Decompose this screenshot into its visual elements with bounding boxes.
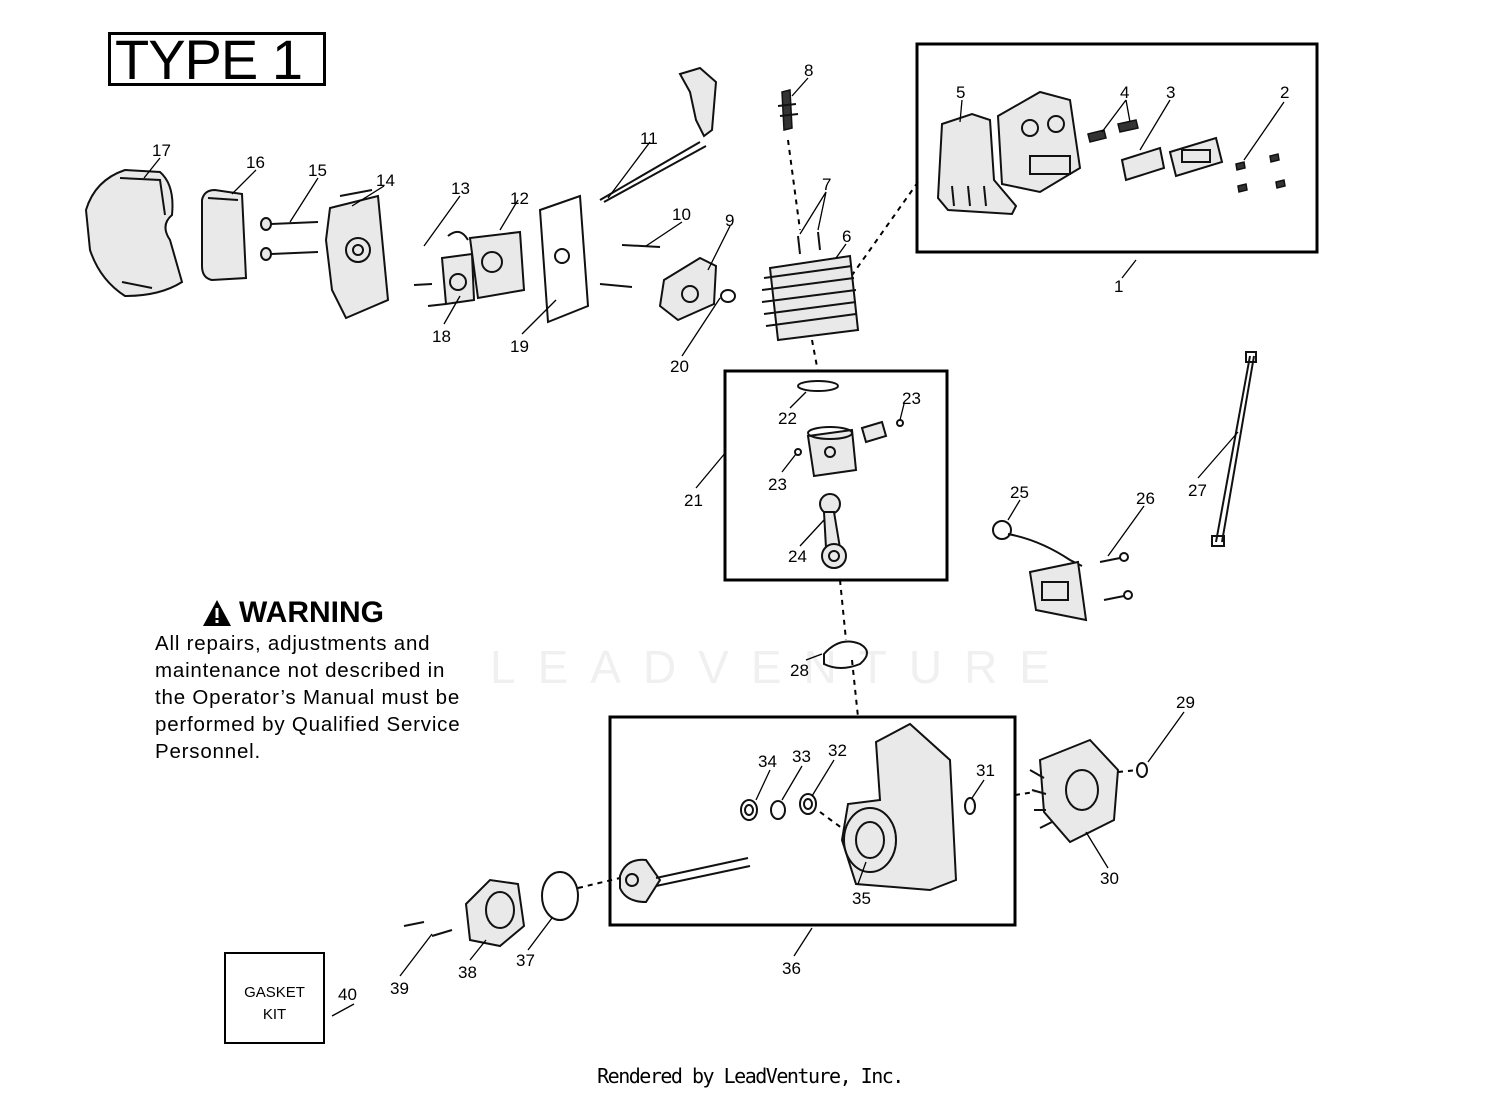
screws-39-part [403, 921, 453, 937]
warning-line: performed by Qualified Service [155, 713, 461, 736]
callout-2: 2 [1280, 83, 1289, 102]
warning-line: the Operator’s Manual must be [155, 686, 461, 709]
muffler-kit-box [915, 42, 1319, 254]
gasket-kit-line2: KIT [262, 1006, 287, 1023]
callout-14: 14 [376, 171, 395, 190]
screws-7-part [797, 231, 821, 255]
callout-31: 31 [976, 761, 995, 780]
flywheel-part [1029, 738, 1120, 844]
crankcase-kit-box [608, 715, 1017, 927]
callout-7: 7 [822, 175, 831, 194]
callout-23b: 23 [768, 475, 787, 494]
warning-line: maintenance not described in [155, 659, 446, 682]
screws-26-part [1099, 552, 1133, 601]
callout-10: 10 [672, 205, 691, 224]
callout-32: 32 [828, 741, 847, 760]
callout-29: 29 [1176, 693, 1195, 712]
intake-part [658, 256, 736, 322]
muffler-screws-part [1235, 153, 1286, 193]
bolts-10-part [599, 244, 661, 288]
air-filter-part [201, 188, 248, 282]
callout-30: 30 [1100, 869, 1119, 888]
type-label: TYPE 1 [108, 32, 326, 88]
gasket-28-part [823, 640, 868, 669]
callout-13: 13 [451, 179, 470, 198]
piston-ring-part [797, 380, 839, 392]
leader-lines [143, 77, 1285, 1017]
callout-36: 36 [782, 959, 801, 978]
air-filter-cover-part [84, 168, 184, 298]
callout-3: 3 [1166, 83, 1175, 102]
callout-34: 34 [758, 752, 777, 771]
seal-housing-part [464, 878, 526, 948]
callout-24: 24 [788, 547, 807, 566]
callout-8: 8 [804, 61, 813, 80]
screws-18-part [413, 283, 447, 307]
callout-1: 1 [1114, 277, 1123, 296]
muffler-bolts-part [1087, 119, 1139, 143]
ignition-coil-part [992, 520, 1088, 622]
gasket-19-part [538, 194, 590, 324]
callout-26: 26 [1136, 489, 1155, 508]
connecting-rod-part [819, 493, 847, 569]
crankcase-part [840, 722, 958, 892]
callout-11: 11 [640, 129, 658, 148]
spark-plug-part [777, 89, 799, 131]
callout-21: 21 [684, 491, 703, 510]
callout-19: 19 [510, 337, 529, 356]
bearings-part [740, 793, 976, 821]
screws-15-part [260, 217, 319, 261]
warning-notice: WARNING All repairs, adjustments and mai… [155, 596, 515, 765]
oring-37-part [541, 871, 579, 921]
callout-23a: 23 [902, 389, 921, 408]
warning-line: All repairs, adjustments and [155, 632, 431, 655]
callout-38: 38 [458, 963, 477, 982]
callout-20: 20 [670, 357, 689, 376]
callout-40: 40 [338, 985, 357, 1004]
piston-part [806, 426, 858, 478]
callout-5: 5 [956, 83, 965, 102]
watermark: LEADVENTURE [490, 641, 1072, 693]
callout-numbers: 1 2 3 4 5 6 7 8 9 10 11 12 13 14 15 16 1… [152, 61, 1289, 1004]
callout-6: 6 [842, 227, 851, 246]
callout-18: 18 [432, 327, 451, 346]
gasket-kit-line1: GASKET [244, 984, 305, 1001]
cylinder-part [761, 254, 860, 342]
muffler-part [996, 90, 1082, 194]
muffler-screen-part [1120, 136, 1224, 182]
filter-base-part [324, 189, 390, 320]
callout-16: 16 [246, 153, 265, 172]
callout-4: 4 [1120, 83, 1129, 102]
callout-15: 15 [308, 161, 327, 180]
warning-line: Personnel. [155, 740, 262, 763]
piston-kit-box [723, 369, 949, 582]
callout-17: 17 [152, 141, 171, 160]
callout-35: 35 [852, 889, 871, 908]
callout-22: 22 [778, 409, 797, 428]
callout-27: 27 [1188, 481, 1207, 500]
washer-29-part [1136, 762, 1148, 778]
carburetor-part [440, 230, 526, 306]
wire-27-part [1211, 351, 1257, 547]
callout-12: 12 [510, 189, 529, 208]
crankshaft-part [619, 857, 751, 904]
warning-text: All repairs, adjustments and maintenance… [155, 630, 515, 765]
callout-37: 37 [516, 951, 535, 970]
warning-triangle-icon [203, 600, 231, 626]
callout-9: 9 [725, 211, 734, 230]
callout-33: 33 [792, 747, 811, 766]
callout-28: 28 [790, 661, 809, 680]
throttle-rod-part [599, 66, 718, 203]
gasket-kit-box: GASKET KIT [224, 952, 325, 1044]
muffler-shield-part [936, 112, 1018, 216]
callout-25: 25 [1010, 483, 1029, 502]
warning-title: WARNING [239, 596, 384, 629]
callout-39: 39 [390, 979, 409, 998]
footer-credit: Rendered by LeadVenture, Inc. [597, 1064, 904, 1088]
